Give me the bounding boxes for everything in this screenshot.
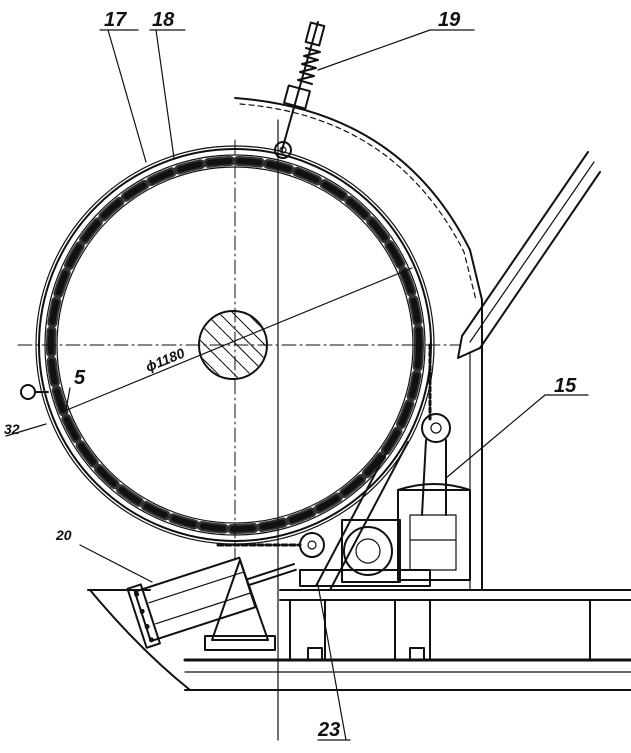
motor-gearbox bbox=[299, 483, 471, 587]
label-17: 17 bbox=[104, 9, 127, 31]
feed-chute bbox=[457, 151, 601, 359]
hydraulic-cylinder bbox=[126, 556, 297, 651]
label-32: 32 bbox=[4, 421, 20, 437]
base-frame bbox=[87, 589, 631, 691]
tension-spring-assembly bbox=[274, 21, 326, 159]
eye-bolt bbox=[20, 384, 49, 400]
label-18: 18 bbox=[152, 9, 175, 31]
label-19: 19 bbox=[438, 9, 461, 31]
shaft-hub bbox=[198, 310, 268, 380]
leader-lines bbox=[5, 29, 589, 741]
label-23: 23 bbox=[317, 719, 340, 741]
label-15: 15 bbox=[554, 375, 577, 397]
label-20: 20 bbox=[55, 527, 72, 543]
diameter-dimension: ϕ1180 bbox=[143, 345, 187, 375]
label-5: 5 bbox=[74, 367, 86, 389]
drive-chain bbox=[216, 343, 432, 547]
hood-casing bbox=[234, 97, 483, 591]
center-lines bbox=[17, 119, 461, 741]
